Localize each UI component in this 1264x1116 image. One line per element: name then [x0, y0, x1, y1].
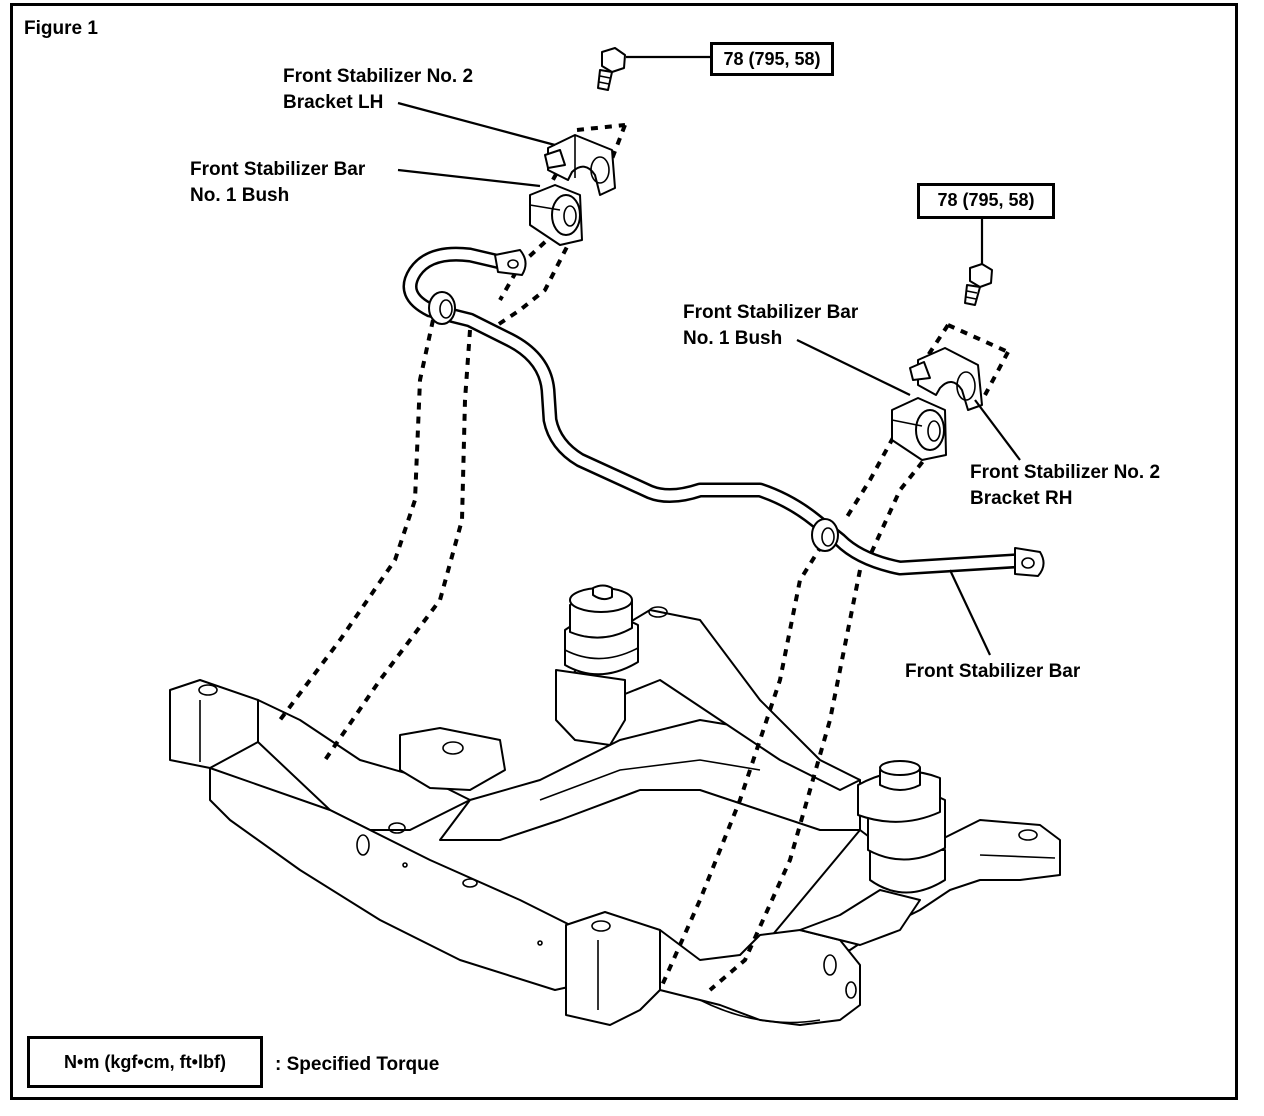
stabilizer-bar	[402, 246, 1045, 577]
callout-bracket-lh-line1: Front Stabilizer No. 2	[283, 66, 474, 87]
alignment-guide-lines	[278, 123, 1010, 992]
callout-bracket-lh-line2: Bracket LH	[283, 92, 384, 113]
callout-bush-left-line1: Front Stabilizer Bar	[190, 159, 366, 180]
figure-title: Figure 1	[24, 18, 98, 39]
front-subframe	[169, 584, 1061, 1026]
callout-bush-right-line2: No. 1 Bush	[683, 328, 783, 349]
callout-bracket-rh-line2: Bracket RH	[970, 488, 1073, 509]
callout-bush-right-line1: Front Stabilizer Bar	[683, 302, 859, 323]
callout-bush-left-line2: No. 1 Bush	[190, 185, 290, 206]
torque-unit-legend-box: N•m (kgf•cm, ft•lbf)	[27, 1036, 263, 1088]
legend-description: : Specified Torque	[275, 1054, 440, 1075]
callout-bracket-rh-line1: Front Stabilizer No. 2	[970, 462, 1161, 483]
right-bracket-and-bush	[891, 263, 993, 461]
leader-lines	[397, 55, 1021, 656]
torque-label-right-bolt: 78 (795, 58)	[917, 183, 1055, 219]
left-bracket-and-bush	[529, 47, 626, 246]
callout-stabilizer-bar: Front Stabilizer Bar	[905, 661, 1081, 682]
torque-label-left-bolt: 78 (795, 58)	[710, 42, 834, 76]
figure-frame	[10, 3, 1238, 1100]
